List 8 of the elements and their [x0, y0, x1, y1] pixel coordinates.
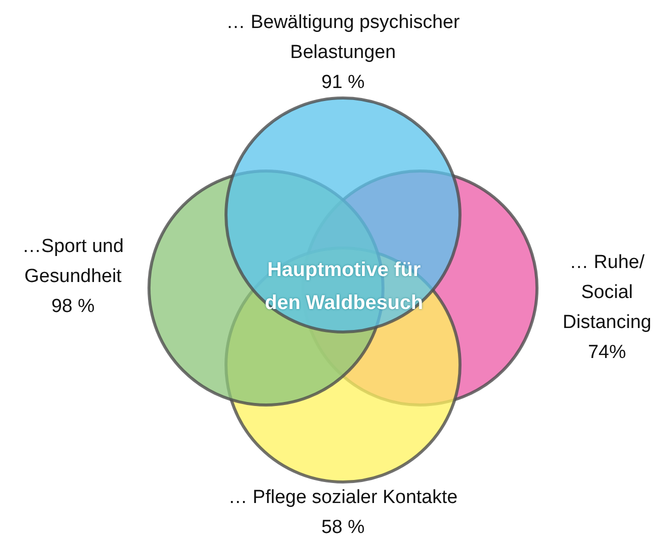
- percentage-value: 74%: [588, 341, 626, 365]
- percentage-value: 98 %: [51, 295, 95, 319]
- category-label: … Bewältigung psychischer Belastungen: [225, 11, 461, 65]
- percentage-value: 58 %: [321, 516, 365, 540]
- category-label: … Ruhe/ Social Distancing: [562, 251, 652, 335]
- category-label: …Sport und Gesundheit: [21, 235, 125, 289]
- category-label: … Pflege sozialer Kontakte: [228, 486, 458, 510]
- percentage-value: 91 %: [321, 71, 365, 95]
